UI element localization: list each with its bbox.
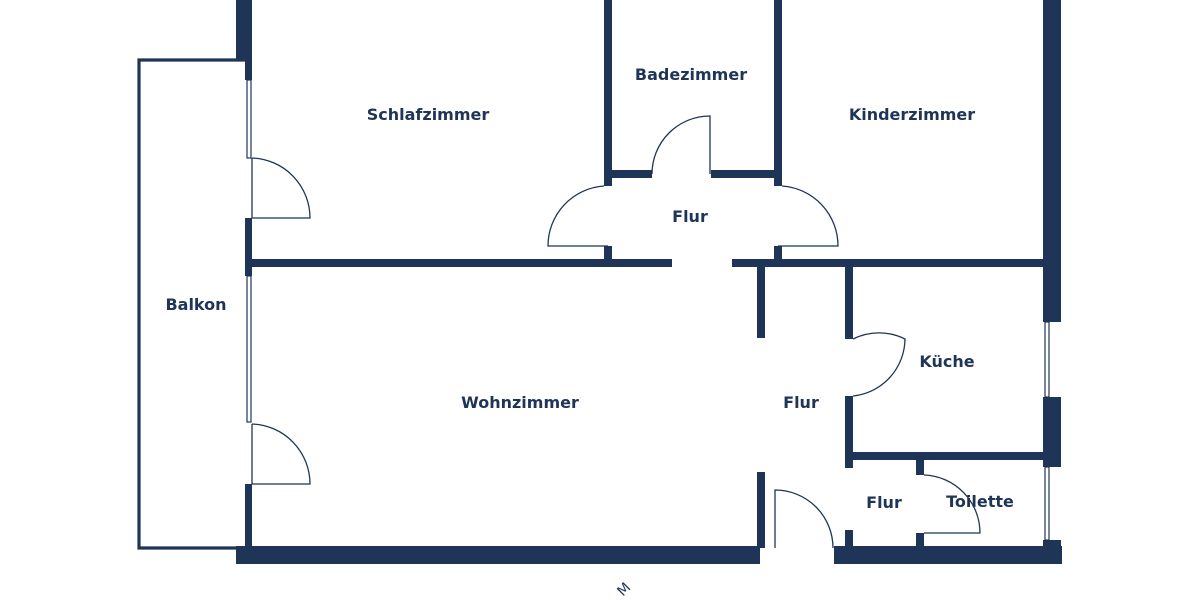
toilet-west-wall-top (916, 460, 924, 475)
door-bathroom (651, 115, 711, 175)
right-wall-bottom (1043, 540, 1061, 564)
bottom-wall-right (834, 546, 1062, 564)
right-wall-mid (1043, 397, 1061, 467)
bath-east-wall-stub (774, 246, 782, 261)
kitchen-west-wall-upper (845, 267, 853, 339)
bath-west-wall-stub (604, 246, 612, 261)
room-label-balkon: Balkon (165, 295, 226, 314)
door-entrance (774, 489, 834, 549)
door-bedroom-balcony (251, 157, 311, 219)
door-kids-room (778, 185, 839, 247)
room-label-wohnzimmer: Wohnzimmer (461, 393, 579, 412)
room-label-kinderzimmer: Kinderzimmer (849, 105, 975, 124)
left-wall-segment (245, 60, 252, 80)
door-toilet (923, 474, 981, 534)
bottom-wall-left (236, 546, 760, 564)
kitchen-west-wall-lower (845, 396, 853, 468)
window-living (246, 275, 252, 423)
room-label-flur-top: Flur (672, 207, 708, 226)
toilet-west-wall-bottom (916, 533, 924, 548)
window-toilet (1044, 466, 1050, 541)
room-label-flur-mid: Flur (783, 393, 819, 412)
bath-east-wall (774, 0, 782, 186)
bath-south-wall-right (711, 170, 781, 178)
room-label-badezimmer: Badezimmer (635, 65, 747, 84)
kitchen-south-wall (845, 452, 1045, 460)
bath-south-wall-left (604, 170, 652, 178)
bedroom-south-wall (252, 259, 672, 267)
balcony-outline (137, 58, 245, 550)
door-kitchen (852, 332, 906, 397)
left-wall-segment (245, 484, 252, 550)
window-bedroom (246, 79, 252, 159)
left-wall-segment (245, 218, 252, 276)
right-wall-top (1043, 0, 1061, 322)
hall-wall-upper (757, 267, 765, 338)
bath-west-wall (604, 0, 612, 186)
north-arrow-marker: M (614, 580, 634, 600)
room-label-kueche: Küche (919, 352, 974, 371)
door-bedroom (547, 185, 608, 247)
door-living-balcony (251, 423, 311, 485)
kids-south-wall (732, 259, 1043, 267)
hall-wall-lower (757, 472, 765, 548)
toilet-hall-wall (845, 530, 853, 548)
room-label-toilette: Toilette (946, 492, 1014, 511)
room-label-schlafzimmer: Schlafzimmer (367, 105, 490, 124)
room-label-flur-small: Flur (866, 493, 902, 512)
north-marker-label: M (614, 580, 634, 600)
left-wall-top (236, 0, 252, 60)
window-kitchen (1044, 321, 1050, 398)
